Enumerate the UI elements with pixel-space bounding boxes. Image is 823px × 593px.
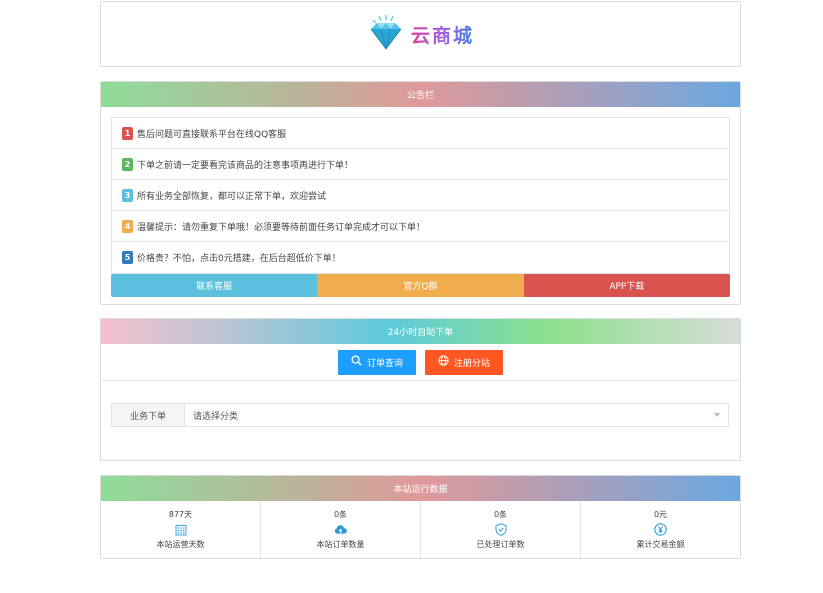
notice-number-badge: 1 [122, 126, 133, 140]
notice-header: 公告栏 [101, 82, 740, 107]
stats-header: 本站运行数据 [101, 476, 740, 501]
notice-item: 2 下单之前请一定要看完该商品的注意事项再进行下单！ [112, 149, 729, 180]
globe-icon [438, 355, 449, 369]
notice-item: 4 温馨提示：请勿重复下单哦！必须要等待前面任务订单完成才可以下单！ [112, 211, 729, 242]
category-select[interactable]: 请选择分类 [185, 404, 728, 426]
notice-text: 售后问题可直接联系平台在线QQ客服 [137, 129, 287, 140]
stat-processed-orders: 0条 已处理订单数 [421, 501, 581, 558]
notice-text: 所有业务全部恢复，都可以正常下单，欢迎尝试 [137, 191, 327, 202]
category-select-row: 业务下单 请选择分类 [111, 403, 729, 427]
stat-value: 0条 [493, 510, 508, 519]
notice-number-badge: 3 [122, 188, 133, 202]
order-actions: 订单查询 注册分站 [101, 344, 740, 381]
logo[interactable]: 云商城 [367, 14, 474, 54]
calendar-icon [174, 523, 187, 536]
stat-label: 本站运营天数 [156, 540, 205, 549]
logo-panel: 云商城 [100, 1, 741, 67]
site-name: 云商城 [411, 21, 474, 48]
register-substation-button[interactable]: 注册分站 [425, 349, 503, 375]
stats-row: 877天 本站运营天数 0条 本站订单数量 0条 已处理订单数 0元 累 [101, 501, 740, 558]
notice-text: 温馨提示：请勿重复下单哦！必须要等待前面任务订单完成才可以下单！ [137, 222, 426, 233]
category-select-value: 请选择分类 [193, 411, 239, 422]
notice-number-badge: 4 [122, 219, 133, 233]
stat-total-amount: 0元 累计交易金额 [581, 501, 740, 558]
shield-check-icon [494, 523, 507, 536]
diamond-icon [367, 14, 405, 54]
notice-item: 5 价格贵？不怕，点击0元搭建，在后台超低价下单！ [112, 242, 729, 273]
contact-support-button[interactable]: 联系客服 [111, 274, 318, 297]
stat-value: 0条 [333, 510, 348, 519]
stat-value: 877天 [168, 510, 193, 519]
notice-panel: 公告栏 1 售后问题可直接联系平台在线QQ客服 2 下单之前请一定要看完该商品的… [100, 81, 741, 305]
notice-list: 1 售后问题可直接联系平台在线QQ客服 2 下单之前请一定要看完该商品的注意事项… [111, 117, 730, 274]
stat-order-count: 0条 本站订单数量 [261, 501, 421, 558]
official-qq-group-button[interactable]: 官方Q群 [317, 274, 524, 297]
order-header: 24小时自助下单 [101, 319, 740, 344]
notice-number-badge: 2 [122, 157, 133, 171]
notice-item: 1 售后问题可直接联系平台在线QQ客服 [112, 118, 729, 149]
category-label: 业务下单 [112, 404, 185, 426]
stat-label: 已处理订单数 [476, 540, 525, 549]
yen-icon [654, 523, 667, 536]
cloud-icon [334, 523, 347, 536]
stat-label: 本站订单数量 [316, 540, 365, 549]
notice-text: 价格贵？不怕，点击0元搭建，在后台超低价下单！ [137, 254, 341, 264]
chevron-down-icon [714, 413, 720, 417]
notice-item: 3 所有业务全部恢复，都可以正常下单，欢迎尝试 [112, 180, 729, 211]
stat-operating-days: 877天 本站运营天数 [101, 501, 261, 558]
order-panel: 24小时自助下单 订单查询 注册分站 业务下单 请选择分类 [100, 318, 741, 461]
notice-button-row: 联系客服 官方Q群 APP下载 [111, 274, 730, 297]
app-download-button[interactable]: APP下载 [523, 274, 730, 297]
notice-text: 下单之前请一定要看完该商品的注意事项再进行下单！ [137, 160, 354, 171]
stat-label: 累计交易金额 [636, 540, 685, 549]
search-icon [351, 355, 362, 369]
notice-number-badge: 5 [122, 251, 133, 264]
stat-value: 0元 [653, 510, 668, 519]
stats-panel: 本站运行数据 877天 本站运营天数 0条 本站订单数量 0条 已处理订单数 0… [100, 475, 741, 559]
order-query-button[interactable]: 订单查询 [338, 349, 416, 375]
